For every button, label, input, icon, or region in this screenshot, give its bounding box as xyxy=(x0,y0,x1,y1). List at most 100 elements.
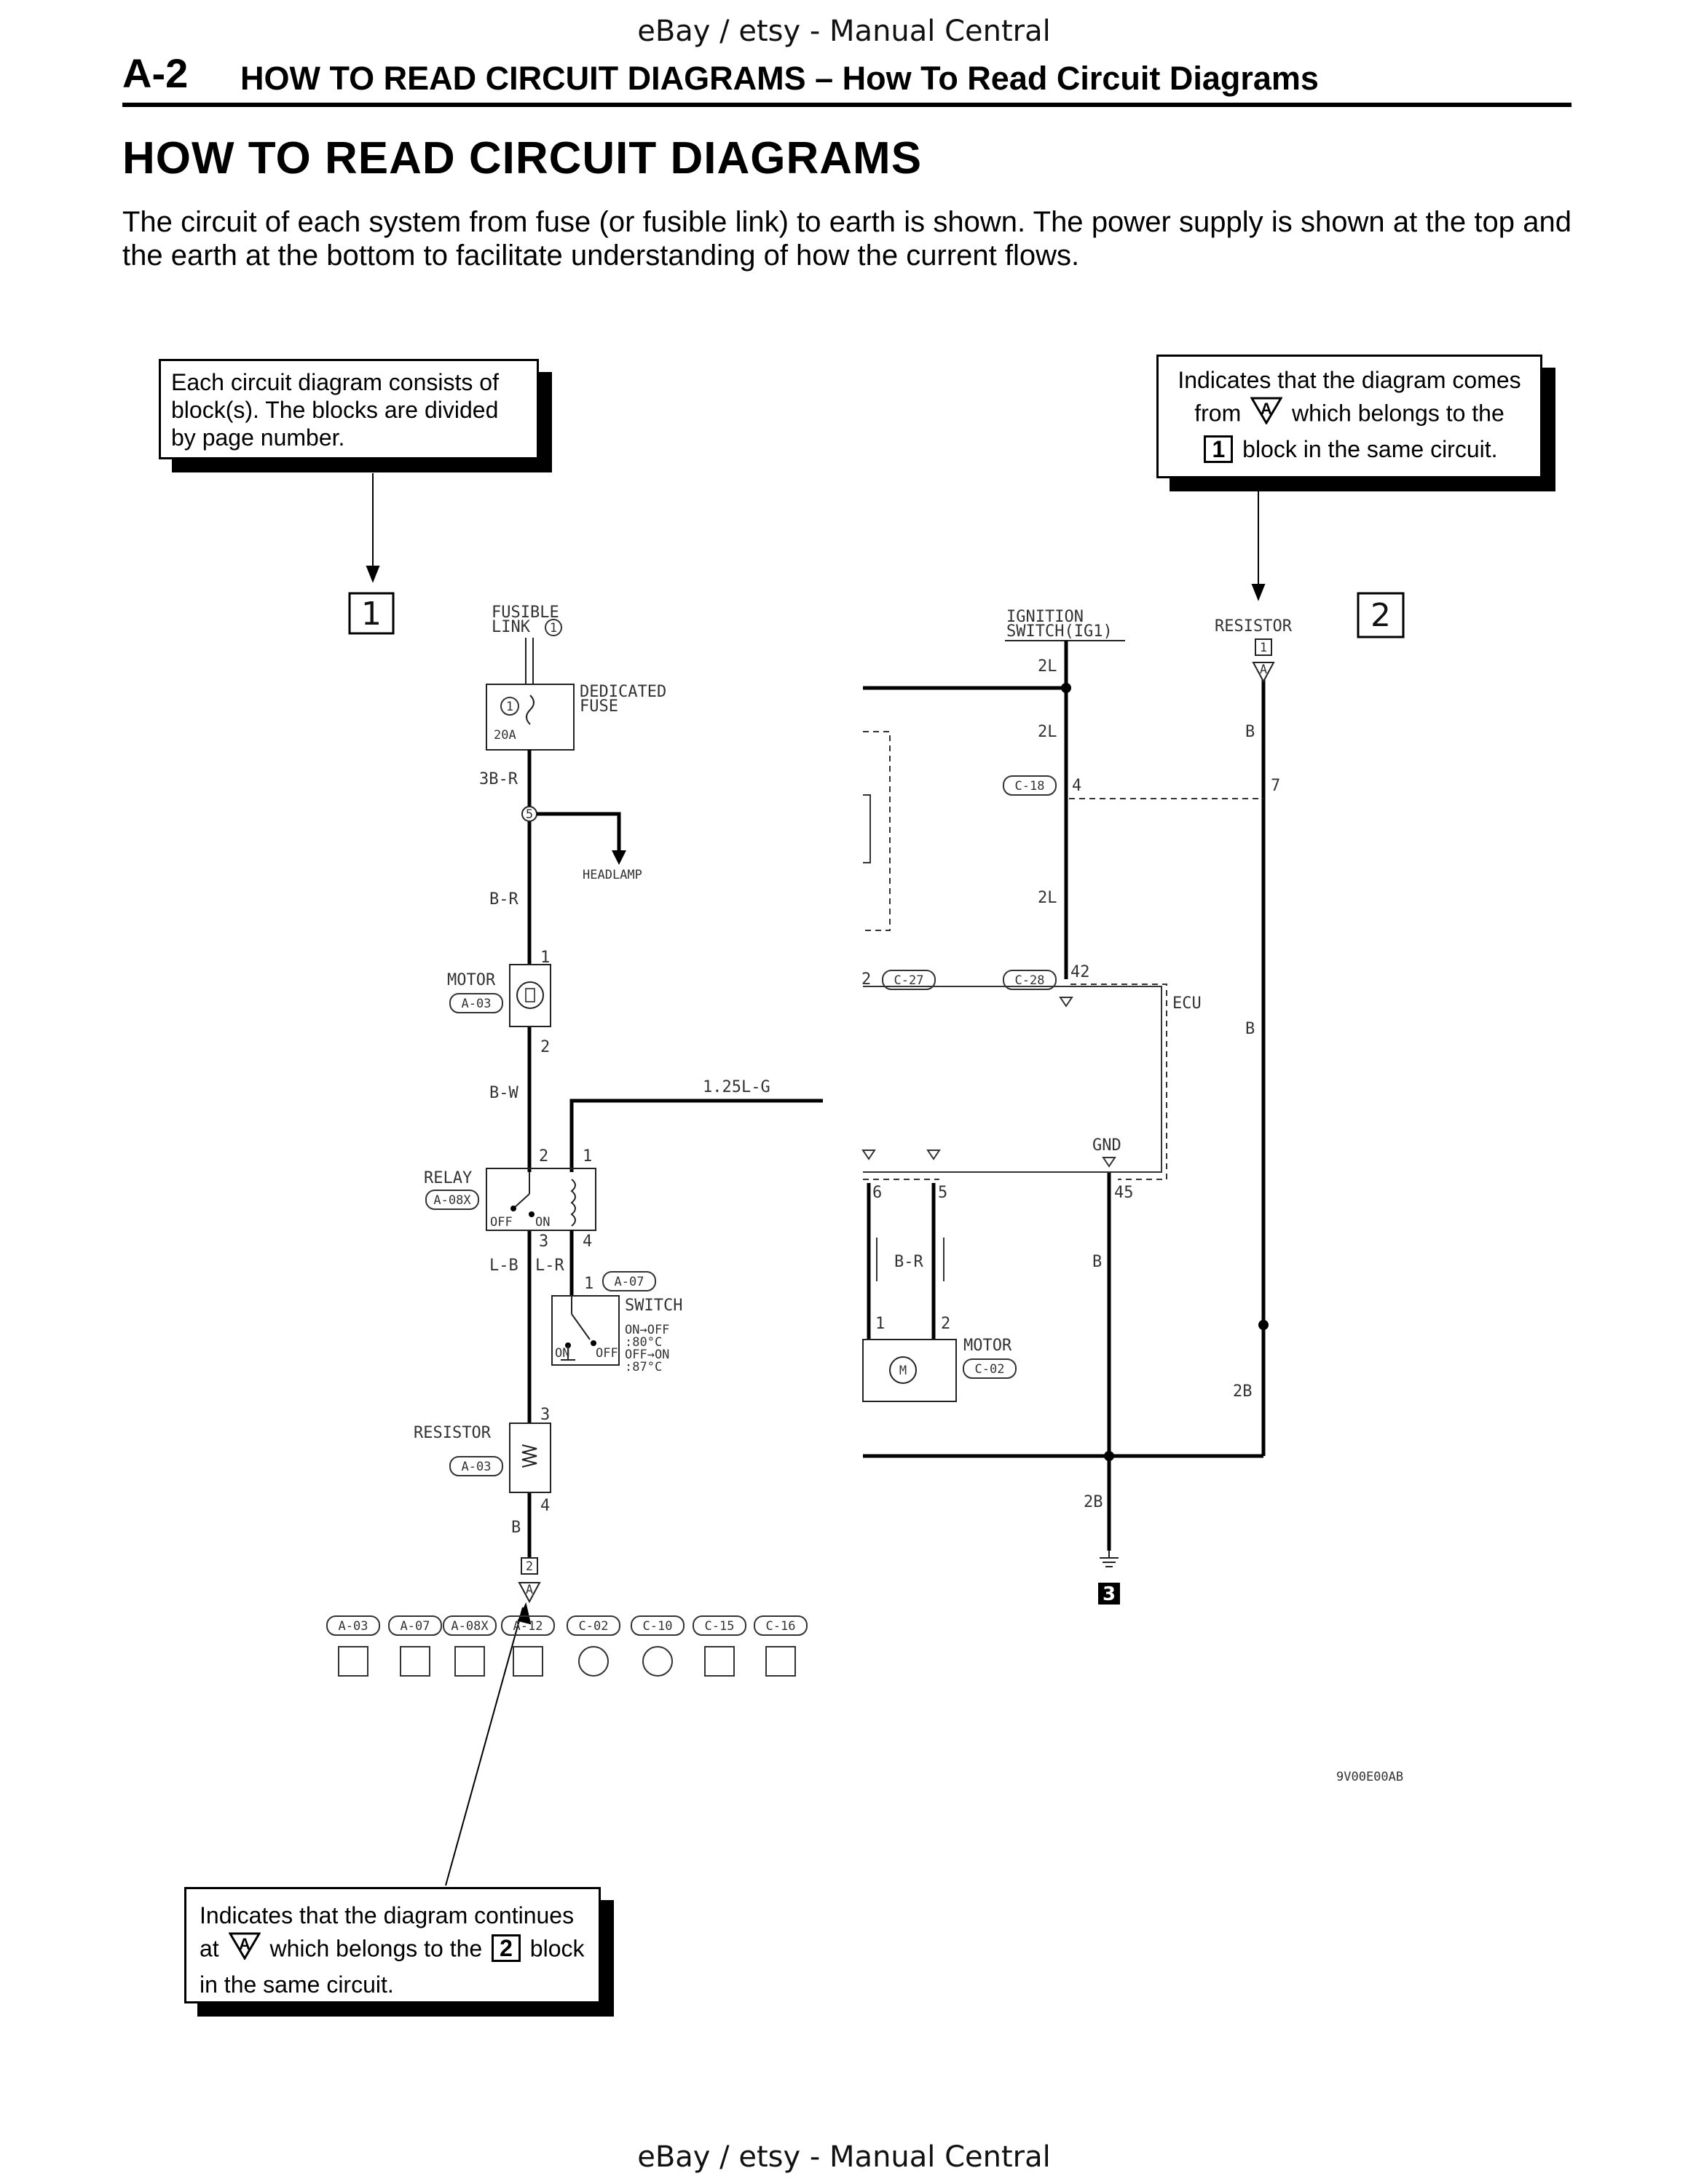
svg-text:4: 4 xyxy=(540,1497,550,1515)
svg-text:M: M xyxy=(899,1364,907,1378)
wire-label-2l: 2L xyxy=(1038,889,1057,907)
wire-label-b-right: B xyxy=(1245,723,1255,741)
svg-text:DEDICATED: DEDICATED xyxy=(580,683,666,701)
block-number-badge: 2 xyxy=(492,1934,521,1963)
svg-text:RESISTOR: RESISTOR xyxy=(1215,617,1293,636)
svg-text:A-07: A-07 xyxy=(401,1619,430,1634)
svg-text:4: 4 xyxy=(583,1233,592,1251)
svg-text:B-R: B-R xyxy=(894,1253,923,1271)
svg-text:OFF→ON: OFF→ON xyxy=(625,1348,669,1362)
connector-face-c-10: C-10 xyxy=(631,1615,685,1677)
resistor-left: RESISTOR A-03 3 4 xyxy=(414,1406,551,1515)
leader-line-3 xyxy=(445,1607,524,1886)
svg-text:6: 6 xyxy=(872,1184,882,1202)
block-3-label: 3 xyxy=(1098,1583,1120,1605)
svg-text:1: 1 xyxy=(361,596,382,633)
connector-face-c-02: C-02 xyxy=(567,1615,620,1677)
svg-text:RELAY: RELAY xyxy=(424,1169,472,1187)
svg-text:OFF: OFF xyxy=(490,1215,513,1230)
svg-text:LINK: LINK xyxy=(492,618,531,636)
note-continues-part2: which belongs to the xyxy=(269,1935,483,1962)
svg-text:SWITCH(IG1): SWITCH(IG1) xyxy=(1006,622,1113,641)
svg-text:1: 1 xyxy=(875,1315,885,1333)
fusible-link: FUSIBLE LINK 1 xyxy=(492,604,562,684)
svg-text:ECU: ECU xyxy=(1172,994,1202,1013)
svg-text:FUSE: FUSE xyxy=(580,697,618,716)
leader-arrow-1 xyxy=(366,566,380,583)
svg-text:A-07: A-07 xyxy=(615,1275,644,1289)
svg-text:HEADLAMP: HEADLAMP xyxy=(583,868,642,882)
wire-label-lb: L-B xyxy=(489,1257,518,1275)
page-number: A-2 xyxy=(122,50,189,96)
relay: RELAY A-08X 2 1 3 4 OFF ON xyxy=(424,1147,596,1251)
note-blocks-text: Each circuit diagram consists of block(s… xyxy=(171,369,499,451)
svg-text:ON→OFF: ON→OFF xyxy=(625,1323,669,1337)
page-title: HOW TO READ CIRCUIT DIAGRAMS xyxy=(122,133,923,183)
svg-text:OFF: OFF xyxy=(596,1346,618,1361)
svg-text:1: 1 xyxy=(1260,641,1267,655)
wire-label-b-mid: B xyxy=(1092,1253,1102,1271)
svg-text:2: 2 xyxy=(526,1559,533,1574)
connector-face-a-12: A-12 xyxy=(501,1615,555,1677)
connector-triangle-icon: A xyxy=(227,1932,261,1969)
pin-45: 45 xyxy=(1114,1184,1134,1202)
svg-text:42: 42 xyxy=(1070,963,1090,981)
block-1-label: 1 xyxy=(348,592,395,635)
ignition-switch: IGNITION SWITCH(IG1) xyxy=(1005,608,1125,641)
wire-label-b-right: B xyxy=(1245,1020,1255,1038)
partial-component-inner xyxy=(863,794,871,863)
svg-text:1: 1 xyxy=(550,621,557,636)
earth-symbol xyxy=(1100,1557,1119,1567)
svg-text:C-15: C-15 xyxy=(705,1619,735,1634)
motor-right-wires: 6 5 B-R xyxy=(861,1150,947,1340)
svg-text:3: 3 xyxy=(539,1233,548,1251)
svg-text:MOTOR: MOTOR xyxy=(447,971,496,989)
svg-text:1: 1 xyxy=(540,949,550,967)
connector-c27: 2 C-27 xyxy=(861,970,936,990)
note-continues-part1: Indicates that the diagram continues at xyxy=(200,1902,575,1962)
svg-text:7: 7 xyxy=(1271,777,1280,795)
junction-dot xyxy=(1061,683,1071,693)
ecu: ECU GND xyxy=(863,984,1202,1180)
svg-text:1: 1 xyxy=(583,1147,592,1166)
svg-text:ON: ON xyxy=(555,1346,569,1361)
note-continues-letter: A xyxy=(239,1935,251,1953)
svg-text:C-27: C-27 xyxy=(894,973,924,988)
leader-arrow-3 xyxy=(517,1602,532,1625)
connector-face-a-07: A-07 xyxy=(388,1615,442,1677)
junction-dot xyxy=(1258,1320,1269,1330)
svg-text:1: 1 xyxy=(584,1275,593,1293)
connector-c28: C-28 42 xyxy=(1003,963,1090,990)
connector-c18: C-18 4 7 xyxy=(1003,775,1280,799)
svg-text:5: 5 xyxy=(938,1184,947,1202)
svg-text:A-03: A-03 xyxy=(339,1619,368,1634)
note-comes-from: Indicates that the diagram comes from A … xyxy=(1156,355,1542,478)
note-continues: Indicates that the diagram continues at … xyxy=(184,1887,601,2003)
svg-text:1.25L-G: 1.25L-G xyxy=(703,1078,770,1096)
svg-text:IGNITION: IGNITION xyxy=(1006,608,1084,626)
dedicated-fuse: 1 20A DEDICATED FUSE xyxy=(486,683,666,751)
block-number-badge: 1 xyxy=(1204,435,1234,463)
svg-text:C-02: C-02 xyxy=(975,1362,1005,1377)
svg-text:A-08X: A-08X xyxy=(433,1193,471,1208)
partial-component xyxy=(863,731,891,931)
headlamp-branch: HEADLAMP xyxy=(537,812,642,882)
connector-face-a-03: A-03 xyxy=(326,1615,380,1677)
svg-text:A-08X: A-08X xyxy=(451,1619,489,1634)
wire-label-2b-bottom: 2B xyxy=(1084,1493,1103,1511)
note-comes-from-part2: which belongs to the xyxy=(1292,400,1504,427)
svg-text:GND: GND xyxy=(1092,1136,1121,1155)
svg-text:A-12: A-12 xyxy=(513,1619,543,1634)
wire-125lg: 1.25L-G xyxy=(569,1078,823,1172)
svg-text:3: 3 xyxy=(1103,1583,1116,1605)
motor-left: MOTOR A-03 1 2 xyxy=(447,949,551,1056)
wire-label-bw: B-W xyxy=(489,1084,518,1102)
svg-text:C-18: C-18 xyxy=(1015,779,1045,794)
wire-label-lr: L-R xyxy=(535,1257,564,1275)
svg-text:2: 2 xyxy=(1370,597,1391,634)
connector-face-a-08x: A-08X xyxy=(443,1615,497,1677)
svg-text:MOTOR: MOTOR xyxy=(963,1337,1012,1355)
svg-text:RESISTOR: RESISTOR xyxy=(414,1424,492,1442)
